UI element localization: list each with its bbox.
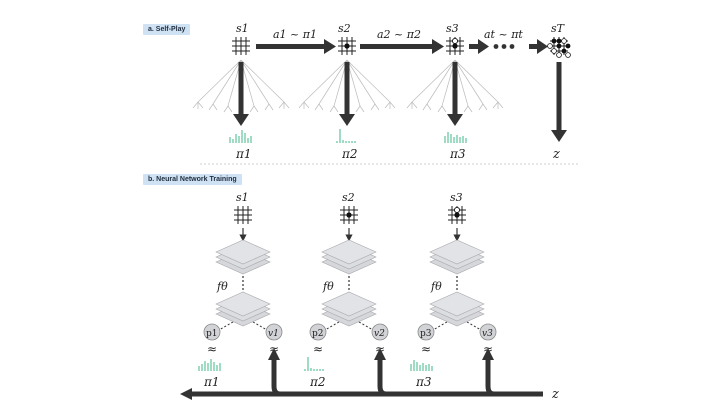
train-state-label-3: s3 bbox=[450, 191, 463, 204]
p-head-label-1: p1 bbox=[206, 329, 218, 339]
approx-p-3: ≈ bbox=[421, 342, 431, 356]
approx-p-1: ≈ bbox=[207, 342, 217, 356]
board-s3 bbox=[446, 37, 464, 55]
head-circles bbox=[203, 323, 497, 341]
v-head-label-1: v1 bbox=[268, 329, 279, 339]
target-label-3: π3 bbox=[415, 375, 432, 389]
outcome-flow-arrowheads bbox=[180, 348, 494, 400]
board-sT bbox=[547, 37, 571, 58]
network-column-1 bbox=[215, 228, 271, 331]
target-label-1: π1 bbox=[203, 375, 220, 389]
black-stone-icon bbox=[344, 43, 350, 49]
train-state-label-1: s1 bbox=[236, 191, 249, 204]
action-label-1: a1 ~ π1 bbox=[273, 28, 317, 41]
target-label-2: π2 bbox=[309, 375, 326, 389]
action-label-t: at ~ πt bbox=[484, 28, 523, 41]
train-board-s2 bbox=[340, 206, 358, 224]
policy-histogram-2 bbox=[336, 129, 356, 143]
selfplay-state-label-1: s1 bbox=[236, 22, 249, 35]
network-label-1: fθ bbox=[216, 280, 228, 293]
policy-label-3: π3 bbox=[449, 147, 466, 161]
target-histogram-3 bbox=[410, 360, 433, 371]
selfplay-state-label-2: s2 bbox=[338, 22, 351, 35]
p-head-label-2: p2 bbox=[312, 329, 324, 339]
policy-label-2: π2 bbox=[341, 147, 358, 161]
policy-histogram-1 bbox=[229, 130, 252, 143]
target-histogram-1 bbox=[198, 359, 221, 371]
selfplay-state-label-T: sT bbox=[551, 22, 566, 35]
training-section-label: b. Neural Network Training bbox=[143, 174, 242, 185]
network-column-3 bbox=[429, 228, 485, 331]
network-label-2: fθ bbox=[322, 280, 334, 293]
outcome-flow-arrows bbox=[190, 358, 543, 397]
network-column-2 bbox=[321, 228, 377, 331]
black-stone-icon bbox=[452, 43, 458, 49]
train-board-s3 bbox=[448, 206, 466, 224]
train-state-label-2: s2 bbox=[342, 191, 355, 204]
policy-histogram-3 bbox=[444, 132, 467, 143]
v-head-label-3: v3 bbox=[482, 329, 493, 339]
approx-p-2: ≈ bbox=[313, 342, 323, 356]
outcome-label-selfplay: z bbox=[552, 147, 560, 162]
p-head-label-3: p3 bbox=[420, 329, 432, 339]
action-label-2: a2 ~ π2 bbox=[377, 28, 421, 41]
white-stone-icon bbox=[451, 37, 459, 45]
train-board-s1 bbox=[234, 206, 252, 224]
search-output-arrows bbox=[233, 62, 567, 142]
selfplay-state-label-3: s3 bbox=[446, 22, 459, 35]
v-head-label-2: v2 bbox=[374, 329, 385, 339]
outcome-label-training: z bbox=[551, 387, 559, 402]
board-s2 bbox=[338, 37, 356, 55]
network-label-3: fθ bbox=[430, 280, 442, 293]
board-s1 bbox=[232, 37, 250, 55]
action-arrows bbox=[256, 39, 548, 54]
self-play-section-label: a. Self-Play bbox=[143, 24, 191, 35]
target-histogram-2 bbox=[304, 357, 324, 371]
policy-label-1: π1 bbox=[235, 147, 252, 161]
